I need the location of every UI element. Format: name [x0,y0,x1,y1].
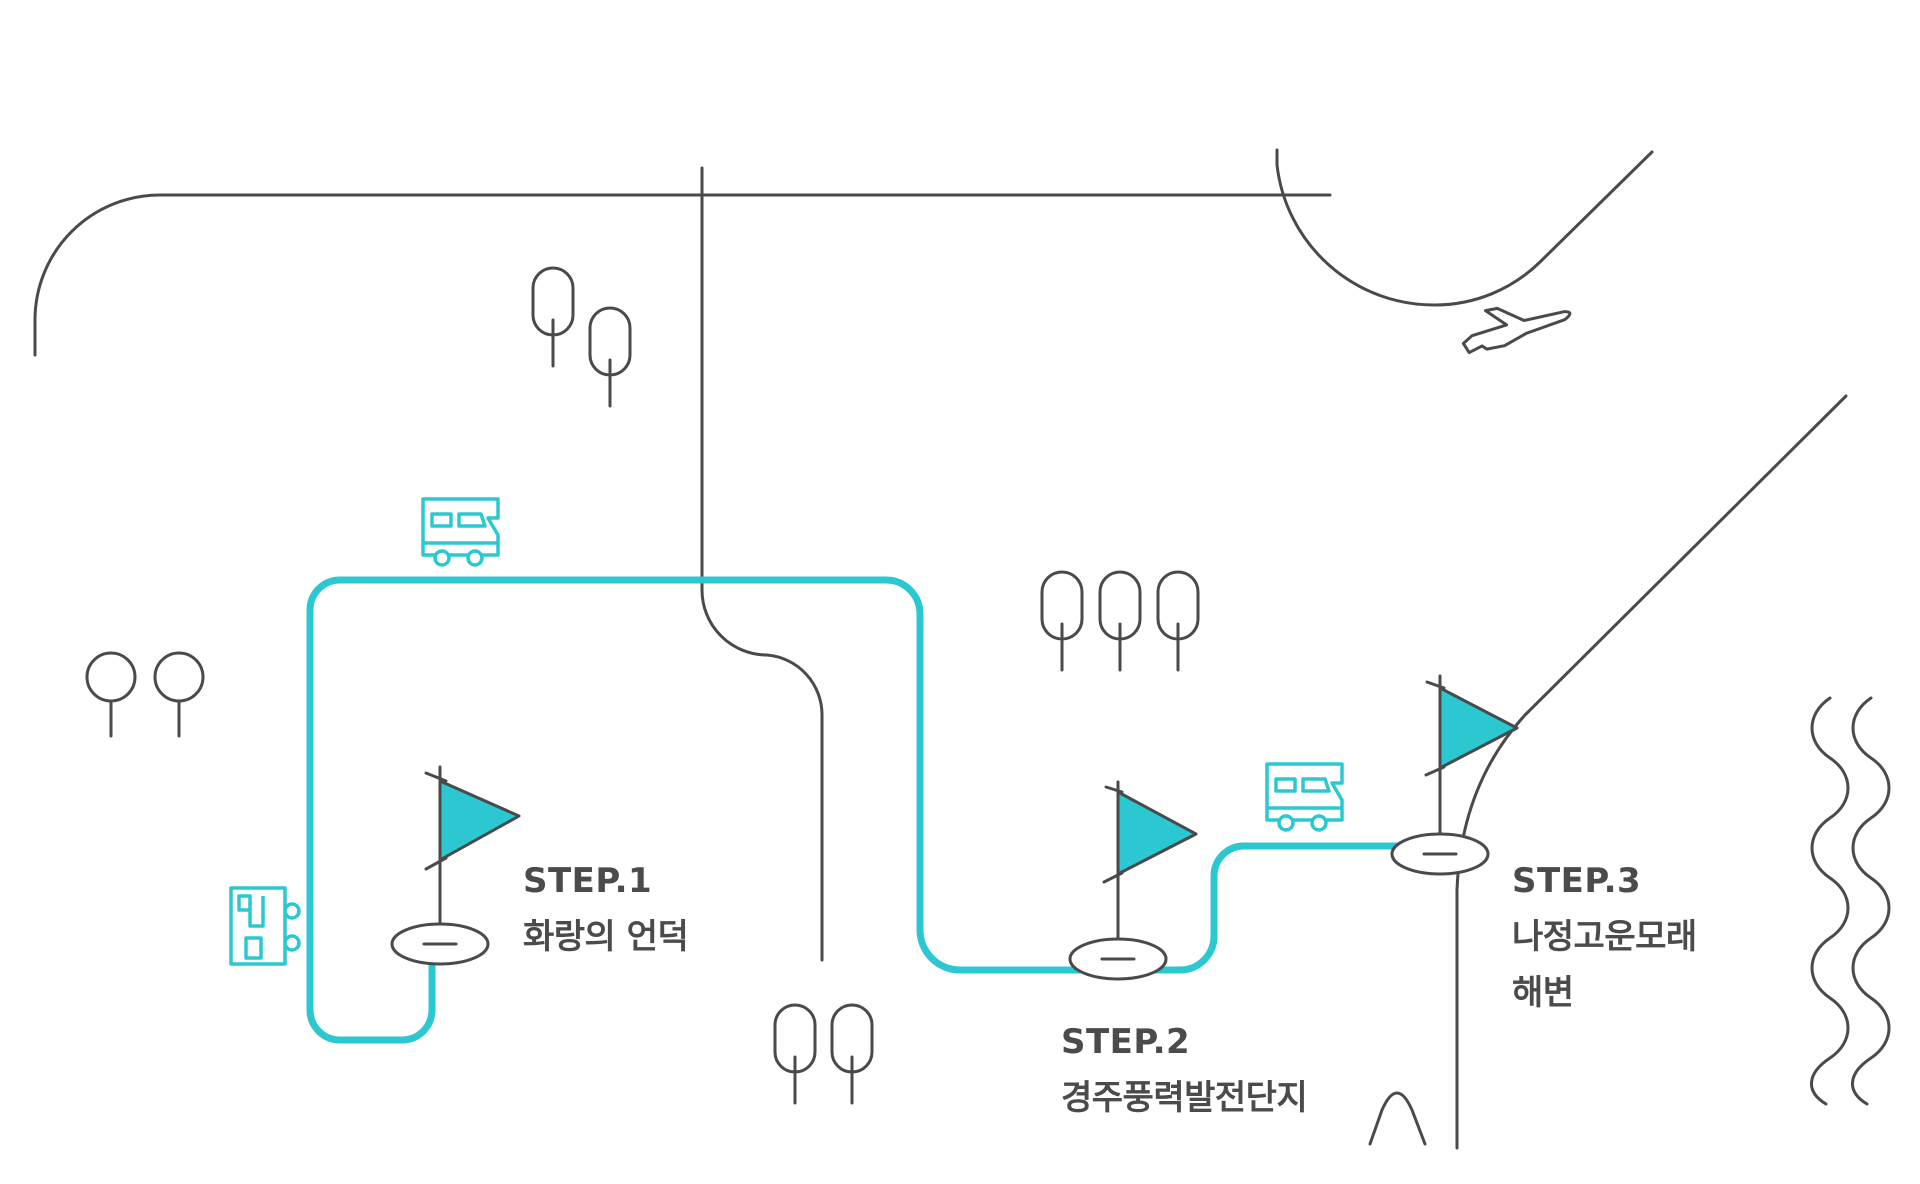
road-vertical-center [700,166,824,962]
road-top-left-curve [33,193,1332,357]
tree-icon [1040,570,1084,672]
tree-icon [153,651,205,738]
tree-icon [773,1003,817,1105]
wave-icon [1810,696,1891,1106]
building-icon [229,886,301,966]
tree-icon [1098,570,1142,672]
road-coast-diagonal [1455,394,1848,1150]
step-3-label: STEP.3 나정고운모래 해변 [1512,853,1697,1021]
step-3-place-line-2: 해변 [1512,973,1574,1013]
tree-icon [1156,570,1200,672]
flag-icon [1390,674,1519,876]
step-1-title: STEP.1 [523,861,653,901]
roads [33,148,1848,1150]
tree-icon [531,266,575,368]
step-3-title: STEP.3 [1512,861,1642,901]
tree-icon [85,651,137,738]
airplane-icon [1461,306,1572,355]
step-2-title: STEP.2 [1061,1022,1191,1062]
trees [531,266,1200,1105]
step-1-place: 화랑의 언덕 [523,917,689,957]
flag-icon [1068,780,1198,981]
tree-icon [588,306,632,408]
step-2-label: STEP.2 경주풍력발전단지 [1061,1014,1308,1126]
step-3-place-line-1: 나정고운모래 [1512,917,1697,957]
step-2-place: 경주풍력발전단지 [1061,1078,1308,1118]
mountain-icon [1368,1091,1427,1146]
campervan-icon [1265,762,1344,832]
campervan-icon [421,497,500,567]
route-line [306,576,1444,1044]
flag-icon [390,765,521,966]
road-airport-loop [1275,148,1654,307]
tree-icon [830,1003,874,1105]
round-trees [85,651,205,738]
step-1-label: STEP.1 화랑의 언덕 [523,853,689,965]
travel-route [306,576,1444,1044]
